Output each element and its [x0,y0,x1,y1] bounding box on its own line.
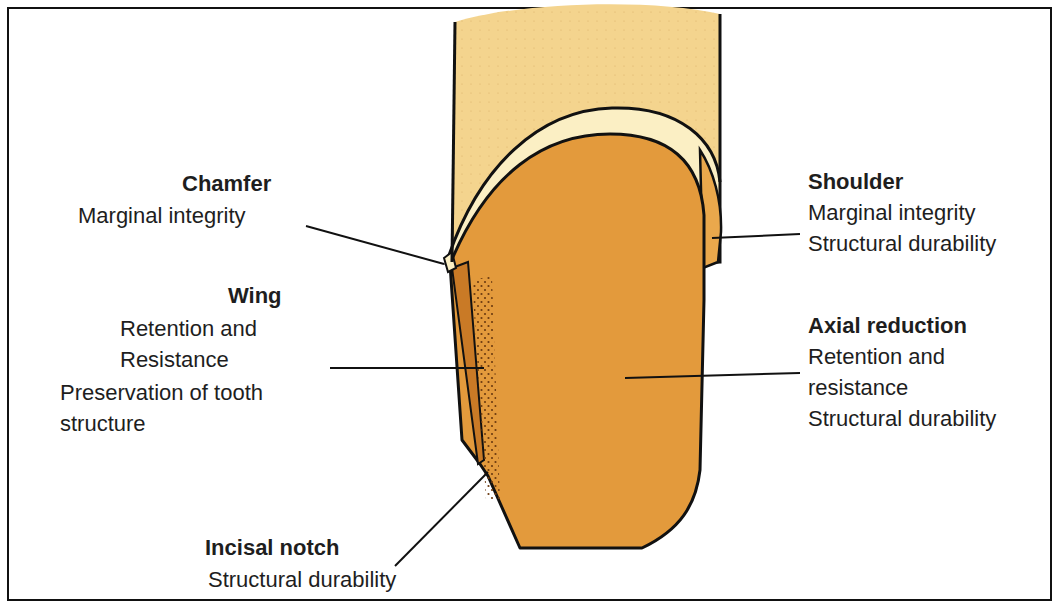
prepared-tooth [450,134,704,548]
chamfer-bevel [444,252,456,272]
function-note: Structural durability [208,564,396,595]
part-name: Wing [228,280,282,311]
part-name: Shoulder [808,166,903,197]
leader-line [306,226,444,264]
part-name: Incisal notch [205,532,339,563]
function-note: Structural durability [808,403,996,434]
wing-stipple [472,276,500,500]
function-note: Marginal integrity [808,197,976,228]
function-note: Structural durability [808,228,996,259]
leader-line [625,373,800,378]
leader-line [712,234,800,238]
part-name: Axial reduction [808,310,967,341]
function-note: Retention and resistance [808,341,1008,403]
root-outline-left [452,22,455,262]
part-name: Chamfer [182,168,271,199]
function-note: Preservation of tooth structure [60,377,325,439]
function-note: Marginal integrity [78,200,246,231]
leader-line [395,472,488,566]
function-note: Retention and Resistance [120,313,320,375]
root-outline-right [719,14,722,182]
leader-line [330,367,484,369]
